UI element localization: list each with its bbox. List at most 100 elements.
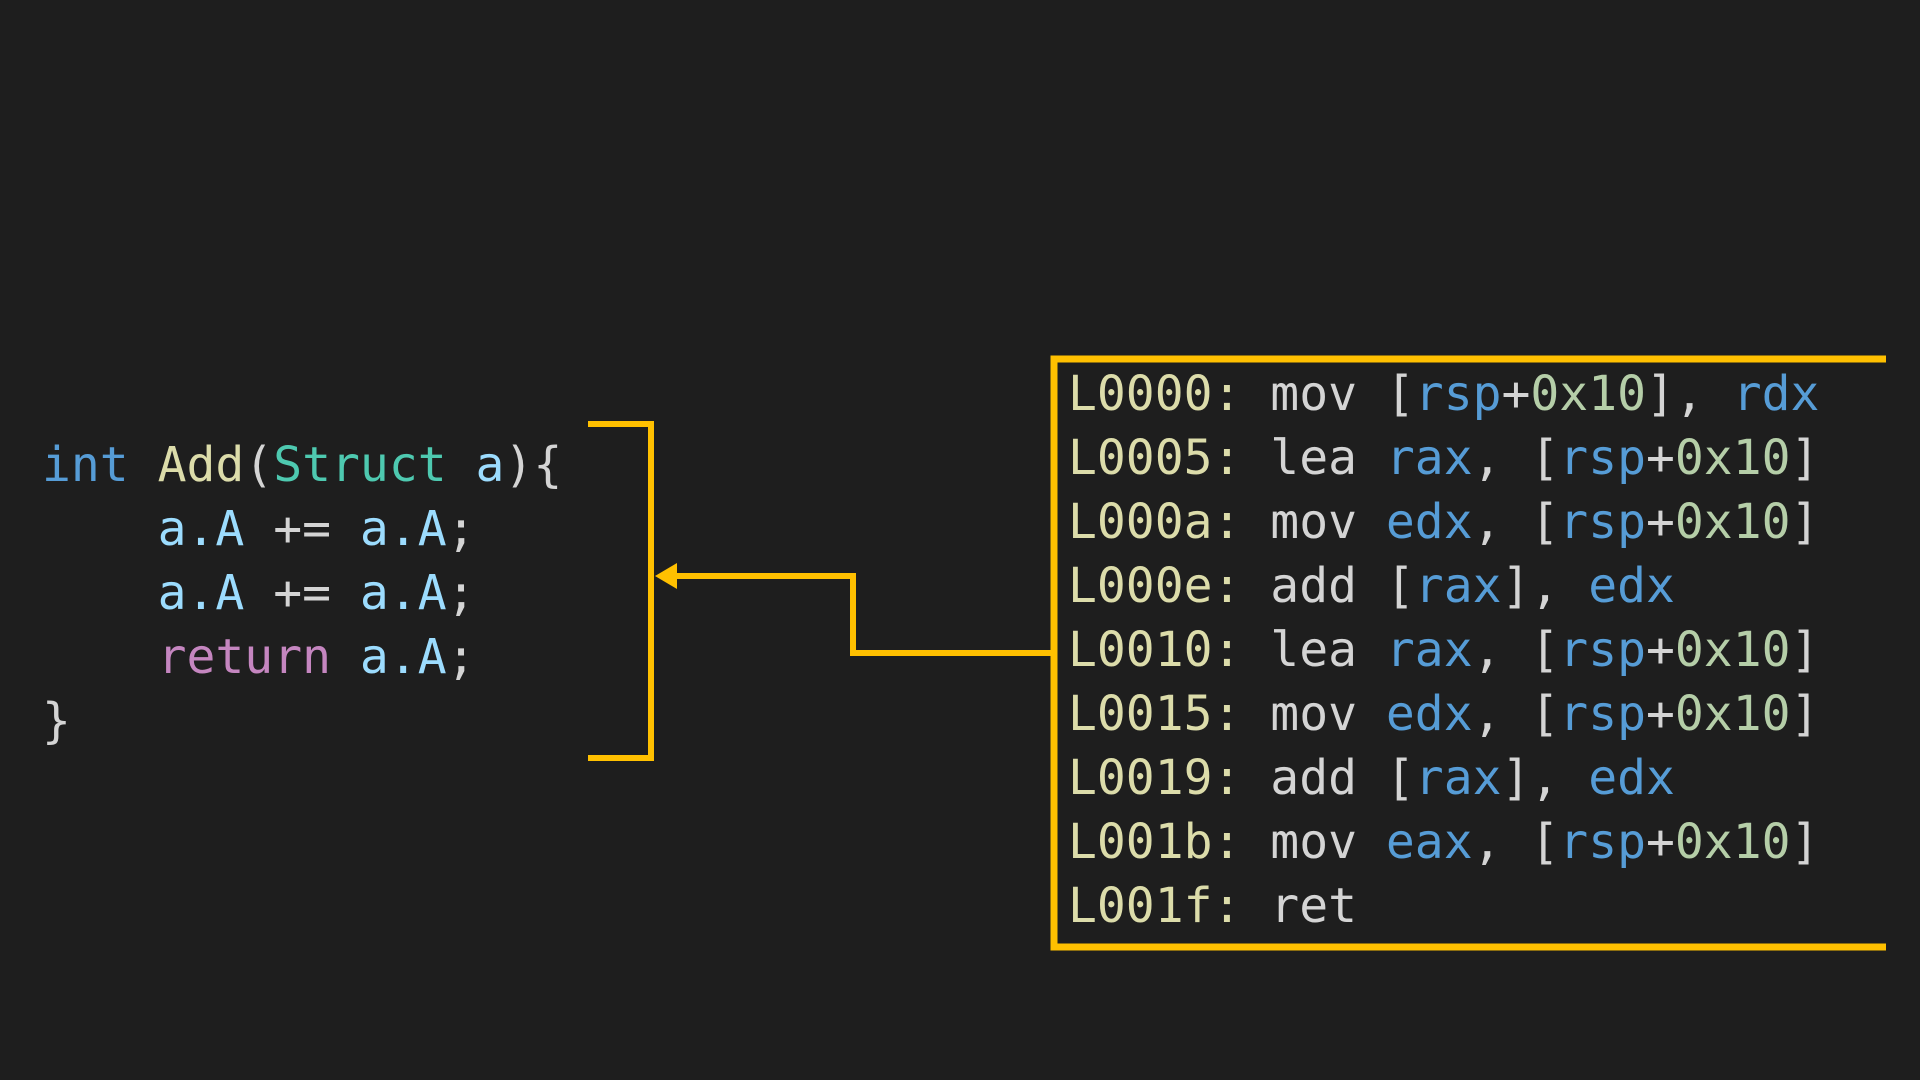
token-reg: rsp — [1559, 686, 1646, 742]
token-label: L000e: — [1068, 558, 1271, 614]
token-var: a.A — [359, 501, 447, 557]
token-label: L001b: — [1068, 814, 1271, 870]
token-op: mov — [1270, 366, 1386, 422]
token-op: lea — [1270, 430, 1386, 486]
token-type: Struct — [273, 437, 447, 493]
token-op: , [ — [1472, 494, 1560, 550]
assembly-line: L0005: lea rax, [rsp+0x10] — [1068, 426, 1819, 490]
assembly-line: L001f: ret — [1068, 874, 1819, 938]
assembly-line: L0015: mov edx, [rsp+0x10] — [1068, 682, 1819, 746]
assembly-line: L0000: mov [rsp+0x10], rdx — [1068, 362, 1819, 426]
token-reg: rsp — [1559, 622, 1646, 678]
token-op: add — [1270, 558, 1386, 614]
token-op: + — [1501, 366, 1531, 422]
token-op: mov — [1270, 814, 1386, 870]
token-op: add — [1270, 750, 1386, 806]
token-var: a.A — [157, 501, 245, 557]
token-reg: rsp — [1559, 494, 1646, 550]
token-op: + — [1646, 814, 1675, 870]
token-op: lea — [1270, 622, 1386, 678]
token-reg: rsp — [1414, 366, 1502, 422]
token-var: a.A — [157, 565, 245, 621]
source-code-line: return a.A; — [42, 625, 562, 689]
token-num: 0x10 — [1674, 814, 1791, 870]
token-op: , [ — [1472, 814, 1560, 870]
token-ctrl: return — [157, 629, 331, 685]
token-op: ] — [1790, 494, 1820, 550]
token-punc: ( — [244, 437, 274, 493]
token-label: L0019: — [1068, 750, 1271, 806]
token-num: 0x10 — [1674, 430, 1791, 486]
token-op: mov — [1270, 494, 1386, 550]
token-num: 0x10 — [1674, 494, 1791, 550]
token-reg: rsp — [1559, 814, 1646, 870]
token-label: L0015: — [1068, 686, 1271, 742]
connector-arrow-line — [670, 573, 1051, 656]
token-reg: eax — [1385, 814, 1473, 870]
token-op: , [ — [1472, 622, 1560, 678]
token-op: ret — [1270, 878, 1357, 934]
assembly-line: L000a: mov edx, [rsp+0x10] — [1068, 490, 1819, 554]
token-label: L001f: — [1068, 878, 1271, 934]
assembly-line: L000e: add [rax], edx — [1068, 554, 1819, 618]
token-op: [ — [1385, 750, 1415, 806]
token-label: L0010: — [1068, 622, 1271, 678]
token-reg: edx — [1588, 750, 1675, 806]
token-punc: ; — [446, 629, 476, 685]
source-code-block: int Add(Struct a){ a.A += a.A; a.A += a.… — [42, 433, 562, 753]
token-reg: rax — [1414, 750, 1502, 806]
token-op: ], — [1501, 750, 1589, 806]
assembly-box-border — [1050, 355, 1886, 951]
token-reg: rax — [1414, 558, 1502, 614]
token-reg: edx — [1385, 686, 1473, 742]
token-reg: rax — [1385, 622, 1473, 678]
token-op: ] — [1790, 622, 1820, 678]
token-kw: int — [42, 437, 129, 493]
token-op: ] — [1790, 686, 1820, 742]
token-op: ], — [1501, 558, 1589, 614]
token-punc: ; — [446, 501, 476, 557]
token-op: + — [1646, 430, 1675, 486]
token-punc: ; — [446, 565, 476, 621]
token-var: a — [475, 437, 505, 493]
token-reg: rdx — [1732, 366, 1820, 422]
token-op: , [ — [1472, 430, 1560, 486]
token-op: ], — [1646, 366, 1733, 422]
token-label: L0000: — [1068, 366, 1271, 422]
token-punc: } — [42, 693, 71, 749]
source-code-line: int Add(Struct a){ — [42, 433, 562, 497]
token-op: + — [1646, 686, 1675, 742]
token-reg: rsp — [1559, 430, 1646, 486]
source-code-line: a.A += a.A; — [42, 497, 562, 561]
assembly-line: L001b: mov eax, [rsp+0x10] — [1068, 810, 1819, 874]
source-code-line: } — [42, 689, 562, 753]
assembly-line: L0019: add [rax], edx — [1068, 746, 1819, 810]
assembly-line: L0010: lea rax, [rsp+0x10] — [1068, 618, 1819, 682]
token-op: , [ — [1472, 686, 1560, 742]
token-num: 0x10 — [1674, 686, 1791, 742]
token-fn: Add — [157, 437, 245, 493]
token-op: + — [1646, 494, 1675, 550]
token-punc: += — [244, 565, 360, 621]
token-op: [ — [1385, 366, 1415, 422]
token-reg: rax — [1385, 430, 1473, 486]
token-op: [ — [1385, 558, 1415, 614]
token-label: L0005: — [1068, 430, 1271, 486]
token-op: ] — [1790, 814, 1820, 870]
token-reg: edx — [1385, 494, 1473, 550]
arrowhead-icon — [655, 563, 677, 589]
token-op: ] — [1790, 430, 1820, 486]
token-var: a.A — [359, 629, 447, 685]
token-op: mov — [1270, 686, 1386, 742]
token-var: a.A — [359, 565, 447, 621]
source-bracket — [588, 421, 654, 761]
token-label: L000a: — [1068, 494, 1271, 550]
token-reg: edx — [1588, 558, 1675, 614]
token-num: 0x10 — [1674, 622, 1791, 678]
token-op: + — [1646, 622, 1675, 678]
token-punc: ){ — [504, 437, 563, 493]
token-punc: += — [244, 501, 360, 557]
token-num: 0x10 — [1530, 366, 1646, 422]
